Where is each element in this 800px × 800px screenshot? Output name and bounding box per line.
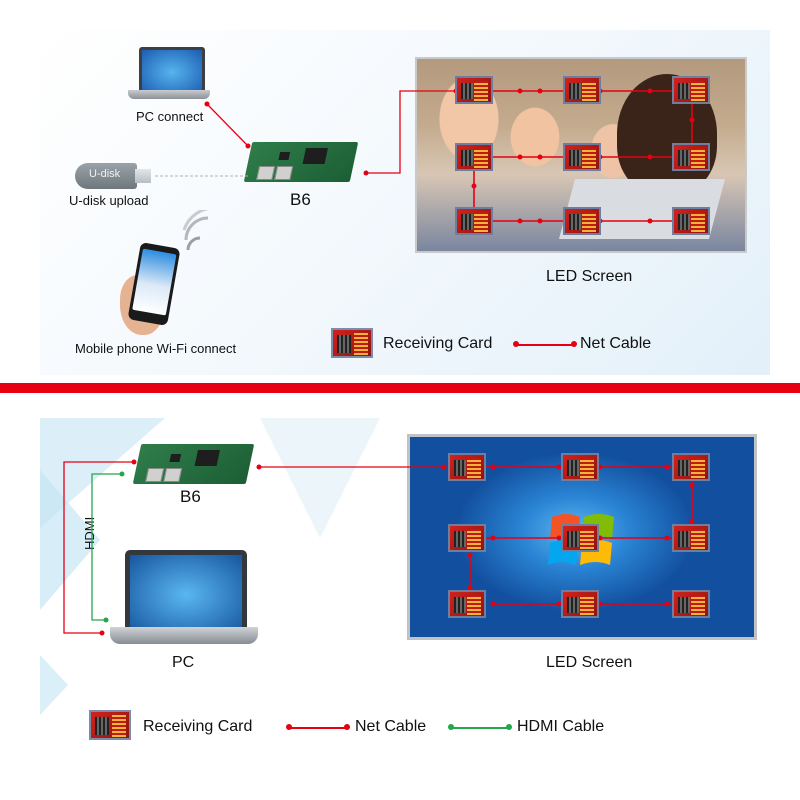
section-divider xyxy=(0,383,800,393)
legend-net-cable-dot xyxy=(513,341,519,347)
legend-hdmi-cable-dot xyxy=(448,724,454,730)
receiving-card xyxy=(672,207,710,235)
legend-hdmi-cable-line xyxy=(451,727,509,729)
legend-net-cable-line xyxy=(516,344,574,346)
receiving-card xyxy=(672,76,710,104)
decor-shape xyxy=(40,470,100,610)
decor-shape xyxy=(260,418,380,538)
udisk-text: U-disk xyxy=(89,168,121,180)
receiving-card xyxy=(672,143,710,171)
receiving-card xyxy=(563,207,601,235)
legend-hdmi-cable-label: HDMI Cable xyxy=(517,718,605,735)
legend-net-cable-line xyxy=(289,727,347,729)
receiving-card xyxy=(563,76,601,104)
udisk-icon: U-disk xyxy=(75,163,151,189)
legend-net-cable-dot xyxy=(344,724,350,730)
pc-connect-label: PC connect xyxy=(136,109,204,124)
receiving-card xyxy=(672,590,710,618)
led-screen-label-top: LED Screen xyxy=(546,268,633,285)
receiving-card xyxy=(455,207,493,235)
udisk-upload-label: U-disk upload xyxy=(69,193,149,208)
receiving-card xyxy=(448,590,486,618)
pc-label-bottom: PC xyxy=(172,654,195,671)
receiving-card xyxy=(455,143,493,171)
led-screen-label-bottom: LED Screen xyxy=(546,654,633,671)
wifi-icon xyxy=(182,210,210,251)
legend-receiving-card-icon xyxy=(331,328,373,358)
legend-receiving-card-label: Receiving Card xyxy=(143,718,253,735)
receiving-card xyxy=(563,143,601,171)
legend-net-cable-dot xyxy=(571,341,577,347)
legend-hdmi-cable-dot xyxy=(506,724,512,730)
b6-label-top: B6 xyxy=(290,190,311,209)
legend-net-cable-label: Net Cable xyxy=(580,335,652,352)
legend-receiving-card-label: Receiving Card xyxy=(383,335,493,352)
mobile-phone-icon xyxy=(120,242,182,335)
legend-net-cable-dot xyxy=(286,724,292,730)
receiving-card xyxy=(448,524,486,552)
receiving-card xyxy=(672,524,710,552)
receiving-card xyxy=(561,590,599,618)
b6-label-bottom: B6 xyxy=(180,487,201,506)
decor-shape xyxy=(40,655,68,715)
receiving-card xyxy=(455,76,493,104)
top-connections xyxy=(155,88,695,224)
receiving-card xyxy=(448,453,486,481)
receiving-card xyxy=(672,453,710,481)
mobile-wifi-label: Mobile phone Wi-Fi connect xyxy=(75,341,237,356)
receiving-card xyxy=(561,453,599,481)
legend-receiving-card-icon xyxy=(89,710,131,740)
receiving-card xyxy=(561,524,599,552)
legend-net-cable-label: Net Cable xyxy=(355,718,427,735)
